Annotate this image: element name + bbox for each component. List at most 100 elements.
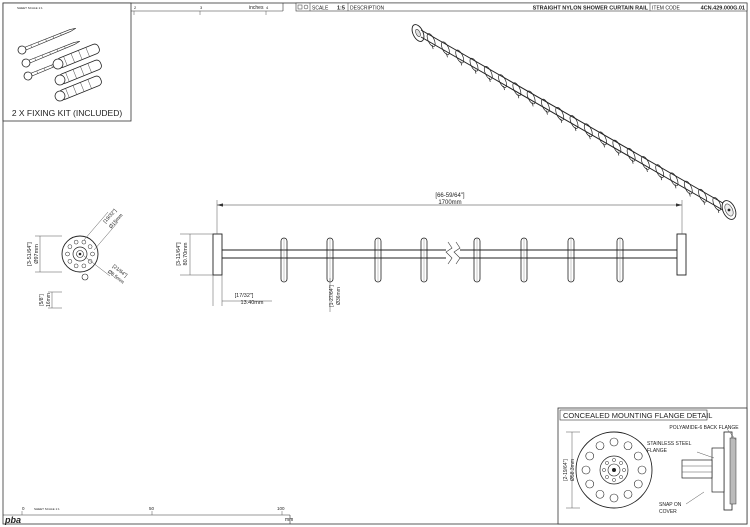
flange-outer-hole-2 xyxy=(633,479,643,489)
item-code-label: ITEM CODE xyxy=(652,6,680,12)
flange-outer-hole-8 xyxy=(585,451,595,461)
overall-length-inch-dim: [66-59/64"] xyxy=(435,193,464,199)
front-ring-3 xyxy=(374,237,382,283)
bracket-depth-inch-dim: [17/32"] xyxy=(235,293,254,299)
iso-ring-13 xyxy=(598,131,607,148)
end-hole-7 xyxy=(67,244,73,249)
overall-length-mm-dim: 1700mm xyxy=(438,200,461,206)
end-hole-2 xyxy=(87,259,93,264)
flange-inner-hole-6 xyxy=(605,461,609,465)
ring-diameter-mm-dim: Ø36mm xyxy=(336,287,342,305)
iso-left-end-flange xyxy=(411,24,425,42)
flange-outer-hole-7 xyxy=(581,465,591,475)
third-angle-projection-icon xyxy=(297,4,309,10)
flange-inner-hole-8 xyxy=(619,461,623,465)
fixing-kit-caption: 2 X FIXING KIT (INCLUDED) xyxy=(12,108,123,118)
iso-ring-1 xyxy=(426,33,436,50)
end-view-fixing-holes xyxy=(65,239,95,269)
iso-ring-11 xyxy=(569,115,579,132)
flange-inner-hole-7 xyxy=(612,458,616,462)
bottom-ruler-mark-100: 100 xyxy=(277,506,285,511)
end-hole-3 xyxy=(81,263,87,269)
front-ring-2 xyxy=(326,237,334,283)
callout-snap-cover-line2: COVER xyxy=(659,509,677,515)
flange-diameter-inch-dim: [2-19/64"] xyxy=(563,459,569,481)
bottom-ruler-unit: mm xyxy=(285,517,293,523)
flange-outer-holes xyxy=(581,437,647,503)
end-hole-6 xyxy=(65,251,70,257)
flange-inner-holes xyxy=(602,458,626,482)
side-offset-inch-dim: [5/8"] xyxy=(39,294,45,306)
flange-inner-hole-5 xyxy=(602,468,606,472)
front-ring-1 xyxy=(280,237,288,283)
top-ruler-mark-3: 3 xyxy=(200,5,203,10)
fixing-kit-sheet-scale: SHEET SCALE 1:1 xyxy=(17,6,43,10)
ring-diameter-inch-dim: [1-27/64"] xyxy=(329,285,335,307)
iso-ring-19 xyxy=(683,180,693,197)
callout-back-flange: POLYAMIDE-6 BACK FLANGE xyxy=(669,425,739,431)
front-ring-6 xyxy=(520,237,528,283)
flange-diameter-mm-dim: Ø58.3mm xyxy=(570,459,576,481)
iso-right-end-flange xyxy=(721,200,737,220)
item-code-value: 4CN.429.000G.01 xyxy=(701,6,745,12)
end-hole-4 xyxy=(73,263,79,269)
iso-ring-10 xyxy=(555,106,565,123)
description-value: STRAIGHT NYLON SHOWER CURTAIN RAIL xyxy=(533,6,649,12)
callout-steel-flange-line1: STAINLESS STEEL xyxy=(647,441,692,447)
iso-ring-12 xyxy=(583,123,593,140)
end-hole-8 xyxy=(73,239,79,245)
rail-height-mm-dim: 80.70mm xyxy=(183,242,189,265)
rail-front-elevation: [66-59/64"] 1700mm [3-11/64"] 80.70mm [1… xyxy=(176,193,687,312)
iso-ring-18 xyxy=(669,172,679,189)
flange-outer-hole-3 xyxy=(623,489,633,499)
iso-ring-14 xyxy=(612,139,622,156)
bottom-ruler-mark-50: 50 xyxy=(149,506,155,511)
flange-detail-panel: CONCEALED MOUNTING FLANGE DETAIL [2-19/6… xyxy=(557,407,748,525)
front-ring-4 xyxy=(420,237,428,283)
description-label: DESCRIPTION xyxy=(350,6,385,12)
end-hole-1 xyxy=(90,251,95,257)
flange-outer-hole-10 xyxy=(609,437,619,447)
front-ring-8 xyxy=(616,237,624,283)
top-ruler-mark-4: 4 xyxy=(266,5,269,10)
flange-outer-hole-11 xyxy=(623,441,633,451)
iso-curtain-rings xyxy=(426,33,722,213)
iso-ring-16 xyxy=(641,156,650,173)
iso-ring-20 xyxy=(698,188,707,205)
rail-height-inch-dim: [3-11/64"] xyxy=(176,242,182,266)
end-hole-5 xyxy=(67,259,73,264)
iso-ring-6 xyxy=(498,74,507,91)
flange-inner-hole-4 xyxy=(605,475,609,479)
front-ring-5 xyxy=(473,237,481,283)
flange-outer-hole-1 xyxy=(637,465,647,475)
flange-detail-title: CONCEALED MOUNTING FLANGE DETAIL xyxy=(563,411,712,420)
flange-inner-hole-2 xyxy=(619,475,623,479)
top-ruler-unit: inches xyxy=(249,5,264,11)
title-block: SCALE 1:5 DESCRIPTION STRAIGHT NYLON SHO… xyxy=(295,2,748,12)
iso-ring-9 xyxy=(541,98,550,115)
iso-ring-21 xyxy=(712,197,722,213)
iso-ring-2 xyxy=(441,41,450,58)
callout-snap-cover-line1: SNAP ON xyxy=(659,502,682,508)
iso-ring-8 xyxy=(526,90,536,107)
iso-ring-5 xyxy=(483,66,493,82)
end-hole-10 xyxy=(87,244,93,249)
flange-outer-hole-9 xyxy=(595,441,605,451)
callout-steel-flange-line2: FLANGE xyxy=(647,448,668,454)
right-end-flange xyxy=(676,233,687,276)
bottom-mm-ruler: pba 0 SHEET SCALE 1:1 50 100 mm xyxy=(3,506,293,525)
flange-inner-hole-3 xyxy=(612,478,616,482)
fixing-kit-panel: SHEET SCALE 1:1 xyxy=(2,2,132,122)
length-break-symbol xyxy=(445,241,461,265)
flange-outer-hole-6 xyxy=(585,479,595,489)
rail-end-view: [3-51/64"] Ø97mm [5/8"] 16mm [19/32"] Ø1… xyxy=(27,208,129,309)
isometric-rail-view xyxy=(411,24,737,220)
wall-plug-icon-group xyxy=(52,43,102,102)
flange-outer-hole-5 xyxy=(595,489,605,499)
end-diameter-inch-dim: [3-51/64"] xyxy=(27,242,33,266)
iso-ring-17 xyxy=(655,164,665,181)
flange-side-section xyxy=(681,431,737,511)
bottom-ruler-mark-0: 0 xyxy=(22,506,25,511)
flange-inner-hole-1 xyxy=(622,468,626,472)
